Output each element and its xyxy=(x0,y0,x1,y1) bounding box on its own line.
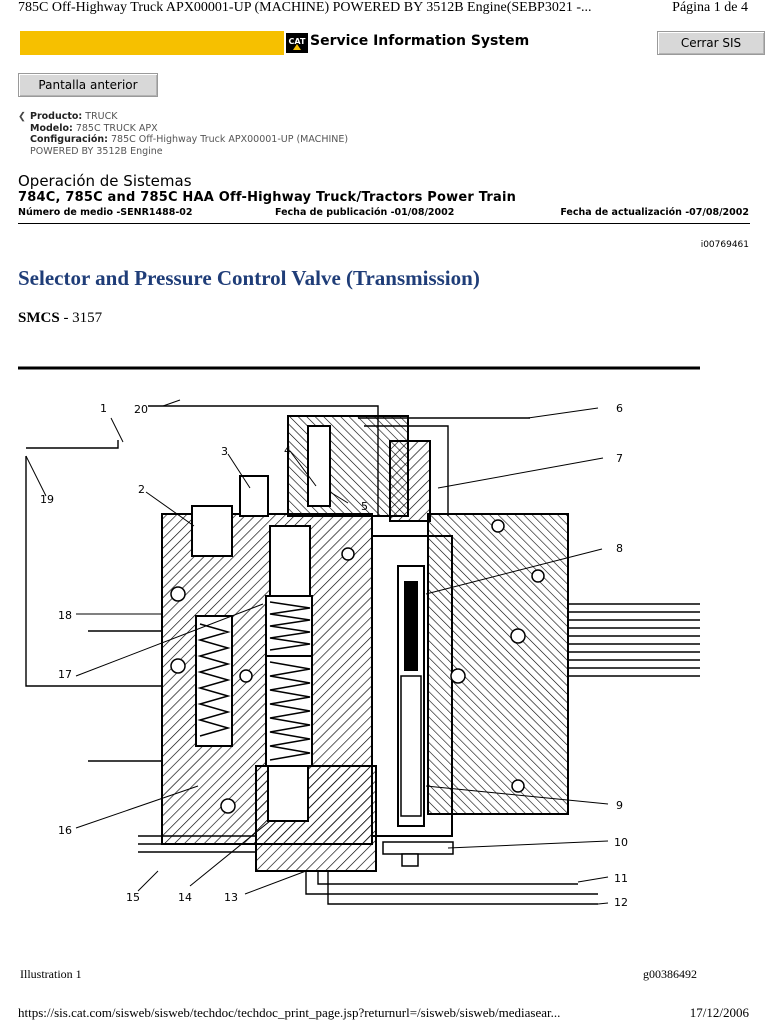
callout-4: 4 xyxy=(284,444,291,457)
callout-7: 7 xyxy=(616,452,623,465)
product-label: Producto: xyxy=(30,111,83,122)
cat-logo-text: CAT xyxy=(289,37,306,46)
smcs-code: SMCS - 3157 xyxy=(18,310,102,327)
close-sis-button[interactable]: Cerrar SIS xyxy=(657,31,765,55)
callout-8: 8 xyxy=(616,542,623,555)
back-arrow-icon[interactable]: ❮ xyxy=(18,111,26,122)
callout-5: 5 xyxy=(361,500,368,513)
callout-6: 6 xyxy=(616,402,623,415)
banner-accent-bar xyxy=(20,31,284,55)
smcs-label: SMCS xyxy=(18,310,60,326)
graphic-reference: g00386492 xyxy=(643,967,697,981)
previous-screen-button[interactable]: Pantalla anterior xyxy=(18,73,158,97)
media-number: Número de medio -SENR1488-02 xyxy=(18,207,193,218)
callout-18: 18 xyxy=(58,609,72,622)
callout-9: 9 xyxy=(616,799,623,812)
configuration-value[interactable]: 785C Off-Highway Truck APX00001-UP (MACH… xyxy=(110,134,349,145)
configuration-label: Configuración: xyxy=(30,134,108,145)
callout-10: 10 xyxy=(614,836,628,849)
sis-banner: CAT Service Information System xyxy=(20,31,616,55)
callout-16: 16 xyxy=(58,824,72,837)
callout-2: 2 xyxy=(138,483,145,496)
callout-20: 20 xyxy=(134,403,148,416)
banner-title: Service Information System xyxy=(310,33,530,49)
callout-12: 12 xyxy=(614,896,628,909)
divider xyxy=(18,223,750,224)
model-label: Modelo: xyxy=(30,122,73,134)
section-title: Operación de Sistemas xyxy=(18,172,192,190)
page-url: https://sis.cat.com/sisweb/sisweb/techdo… xyxy=(18,1005,561,1020)
cat-logo-icon: CAT xyxy=(286,33,308,53)
callout-13: 13 xyxy=(224,891,238,904)
page-indicator: Página 1 de 4 xyxy=(672,0,748,15)
model-value[interactable]: 785C TRUCK APX xyxy=(75,122,158,134)
page-heading: Selector and Pressure Control Valve (Tra… xyxy=(18,266,480,290)
callout-15: 15 xyxy=(126,891,140,904)
publication-date: Fecha de publicación -01/08/2002 xyxy=(275,207,455,218)
breadcrumb: ❮Producto: TRUCK Modelo: 785C TRUCK APX … xyxy=(18,111,348,157)
callout-3: 3 xyxy=(221,445,228,458)
product-value[interactable]: TRUCK xyxy=(85,111,118,122)
callout-19: 19 xyxy=(40,493,54,506)
document-title: 784C, 785C and 785C HAA Off-Highway Truc… xyxy=(18,190,517,205)
configuration-engine: POWERED BY 3512B Engine xyxy=(30,145,163,157)
window-title: 785C Off-Highway Truck APX00001-UP (MACH… xyxy=(18,0,592,15)
illustration-id: i00769461 xyxy=(700,240,749,250)
print-date: 17/12/2006 xyxy=(689,1005,749,1020)
callout-14: 14 xyxy=(178,891,192,904)
illustration-caption: Illustration 1 xyxy=(20,967,82,981)
update-date: Fecha de actualización -07/08/2002 xyxy=(560,207,749,218)
smcs-value: - 3157 xyxy=(59,310,103,326)
valve-illustration: 1 2 3 4 5 6 7 8 9 10 11 12 13 14 15 16 1… xyxy=(18,366,700,909)
callout-17: 17 xyxy=(58,668,72,681)
callout-11: 11 xyxy=(614,872,628,885)
callout-1: 1 xyxy=(100,402,107,415)
